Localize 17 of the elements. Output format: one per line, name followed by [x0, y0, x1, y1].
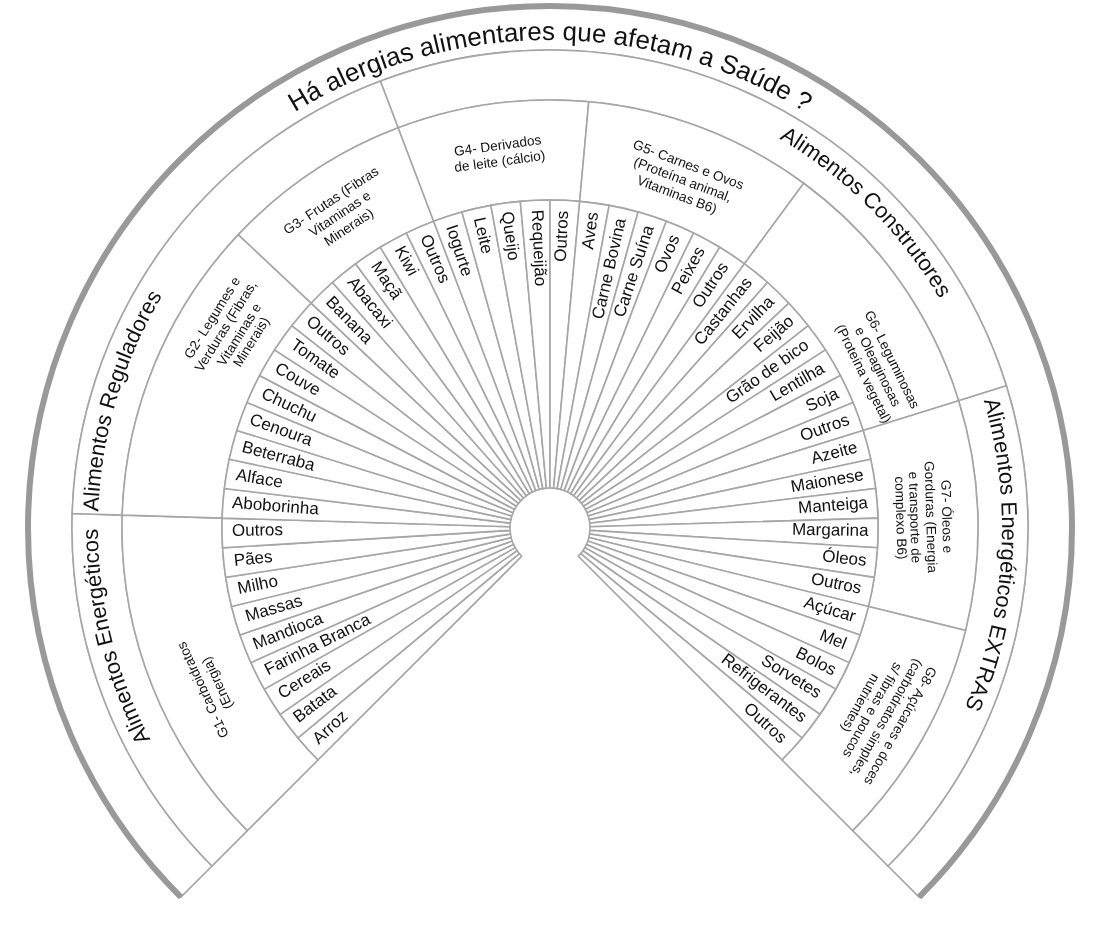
food-label: Outros [809, 570, 863, 598]
food-label: Pães [232, 547, 274, 571]
food-label: Leite [470, 215, 497, 256]
food-label: Outros [552, 210, 575, 263]
food-label: Requeijão [525, 209, 549, 287]
food-label: Outros [231, 522, 284, 543]
food-label: Maionese [789, 465, 865, 497]
food-label: Alface [234, 465, 285, 493]
food-label: Aves [578, 211, 603, 252]
food-label: Milho [236, 572, 280, 598]
food-label: Mel [816, 625, 849, 653]
food-label: Óleos [821, 546, 868, 572]
food-label: Aboborinha [232, 494, 321, 521]
food-label: Manteiga [796, 494, 868, 519]
food-label: Queijo [497, 211, 524, 263]
food-label: Margarina [791, 521, 869, 543]
food-label: Açúcar [802, 593, 859, 628]
